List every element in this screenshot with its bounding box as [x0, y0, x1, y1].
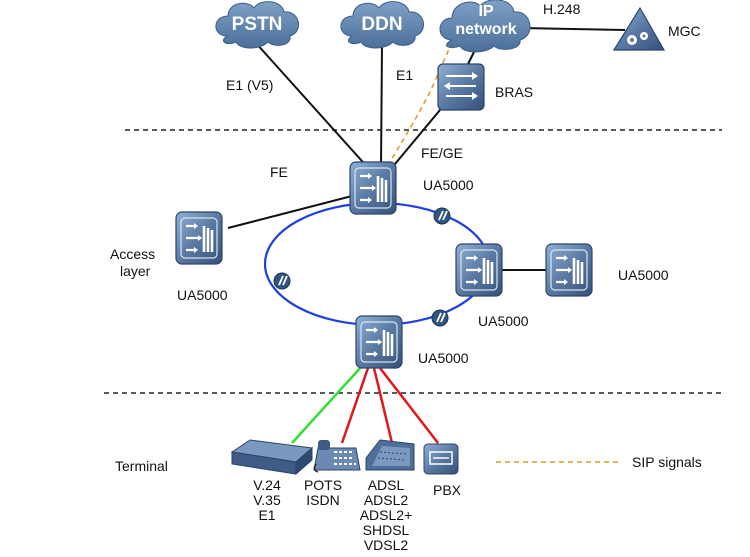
ring-marker-top — [433, 207, 451, 225]
modem-device — [230, 439, 314, 476]
ua5000-far-right — [544, 242, 594, 298]
ua5000-right — [454, 242, 504, 298]
pstn-label: PSTN — [232, 14, 283, 35]
pstn-link — [254, 41, 371, 171]
pbx-device — [423, 443, 459, 475]
bras-label: BRAS — [495, 84, 533, 100]
red-link-pbx — [379, 367, 439, 444]
access-layer-label-1: Access — [110, 246, 155, 262]
terminal-label: Terminal — [115, 458, 168, 474]
ip-label-line1: IP — [478, 3, 493, 20]
ring-marker-left — [273, 272, 291, 290]
mgc-link — [519, 27, 626, 31]
mgc-device — [612, 6, 666, 51]
ua5000-center — [348, 160, 398, 216]
dsl-iface-4: SHDSL — [363, 522, 410, 538]
red-link-dsl — [372, 367, 394, 444]
red-link-phone — [340, 367, 370, 444]
access-ring — [263, 201, 491, 327]
ua5000-bottom-label: UA5000 — [418, 350, 469, 366]
ua5000-left-label: UA5000 — [177, 287, 228, 303]
gear-icon — [627, 32, 648, 45]
ip-label-line2: network — [455, 21, 516, 38]
access-link-label: FE — [270, 164, 288, 180]
ddn-link-label: E1 — [396, 67, 413, 83]
ua5000-center-label: UA5000 — [423, 177, 474, 193]
modem-iface-1: V.24 — [253, 477, 281, 493]
dsl-modem-device — [365, 439, 415, 471]
bras-link — [389, 97, 451, 171]
mgc-link-label: H.248 — [543, 1, 581, 17]
pstn-cloud: PSTN — [215, 1, 299, 49]
access-layer-label-2: layer — [120, 263, 151, 279]
dsl-iface-1: ADSL — [368, 477, 405, 493]
ddn-cloud: DDN — [340, 1, 424, 49]
ring-marker-bottom — [431, 309, 449, 327]
ua5000-bottom — [354, 314, 404, 370]
pstn-link-label: E1 (V5) — [226, 77, 273, 93]
ddn-label: DDN — [361, 14, 402, 35]
ddn-link — [380, 43, 383, 169]
green-link — [291, 365, 363, 444]
ua5000-right-label: UA5000 — [478, 313, 529, 329]
mgc-label: MGC — [668, 23, 701, 39]
pbx-label: PBX — [433, 482, 462, 498]
dsl-iface-5: VDSL2 — [364, 537, 409, 553]
ua5000-left — [174, 210, 224, 266]
phone-device — [313, 440, 361, 473]
dsl-iface-3: ADSL2+ — [360, 507, 413, 523]
sip-legend-label: SIP signals — [632, 454, 702, 470]
access-link — [227, 195, 353, 229]
ip-network-cloud: IP network — [439, 0, 531, 53]
modem-iface-2: V.35 — [253, 492, 281, 508]
sip-signal-path — [385, 41, 453, 169]
dsl-iface-2: ADSL2 — [364, 492, 409, 508]
phone-iface-2: ISDN — [306, 492, 339, 508]
phone-iface-1: POTS — [304, 477, 342, 493]
ua5000-far-right-label: UA5000 — [618, 267, 669, 283]
modem-iface-3: E1 — [258, 507, 275, 523]
bras-link-label: FE/GE — [421, 145, 463, 161]
bras-device — [437, 63, 485, 111]
